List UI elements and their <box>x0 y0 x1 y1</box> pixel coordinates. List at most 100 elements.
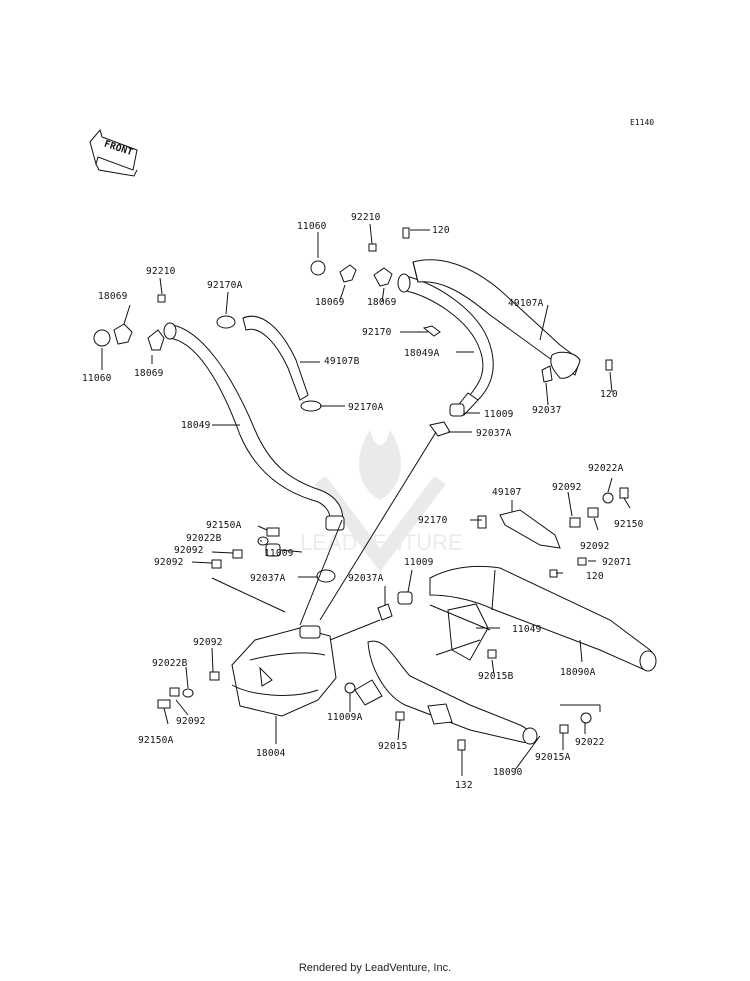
part-number-label: 18069 <box>315 297 345 308</box>
clamp-92037A-left <box>316 569 336 583</box>
part-number-label: 92170A <box>348 402 384 413</box>
clamp-92170A-upper <box>216 315 236 329</box>
nut-92092-f <box>587 507 599 518</box>
bolt-120-lower <box>549 569 558 578</box>
part-number-label: 11049 <box>512 624 542 635</box>
silencer-18090A <box>429 565 657 672</box>
part-number-label: 92092 <box>154 557 184 568</box>
nut-92015B <box>487 649 497 659</box>
footer-credit: Rendered by LeadVenture, Inc. <box>298 962 452 974</box>
part-number-label: 92092 <box>193 637 223 648</box>
silencer-18090 <box>354 640 538 745</box>
gasket-11060-upper <box>310 260 326 276</box>
part-number-label: 92022A <box>588 463 624 474</box>
part-number-label: 18069 <box>98 291 128 302</box>
nut-92071 <box>577 557 587 566</box>
part-number-label: 92022B <box>186 533 222 544</box>
part-number-label: 11060 <box>82 373 112 384</box>
part-number-label: 92022B <box>152 658 188 669</box>
part-number-label: 132 <box>455 780 473 791</box>
gasket-11009-upper <box>449 403 465 417</box>
gasket-11009-right <box>397 591 413 605</box>
nut-92015 <box>395 711 405 721</box>
part-number-label: 92150A <box>138 735 174 746</box>
part-number-label: 92150 <box>614 519 644 530</box>
nut-92092-a <box>232 549 243 559</box>
diagram-code: E1140 <box>630 118 654 127</box>
clamp-18069-a <box>339 264 357 283</box>
washer-92022 <box>580 712 592 724</box>
clamp-18069-d <box>147 329 165 351</box>
part-number-label: 18004 <box>256 748 286 759</box>
nut-92092-c <box>209 671 220 681</box>
bracket-11049 <box>447 603 489 661</box>
bracket-lower <box>427 703 453 725</box>
clamp-92037A-right <box>377 603 393 621</box>
bracket-92037 <box>541 365 553 383</box>
bolt-92150A-upper <box>266 527 280 537</box>
bolt-120-upper <box>402 227 410 239</box>
part-number-label: 92015A <box>535 752 571 763</box>
clamp-92170-right <box>477 515 487 529</box>
part-number-label: 92150A <box>206 520 242 531</box>
part-labels: 92210 11060 120 18069 18069 92170 18049A 49107A… <box>82 212 644 791</box>
muffler-18004 <box>231 625 337 717</box>
part-number-label: 18090 <box>493 767 523 778</box>
heat-cover-49107A <box>412 259 581 379</box>
part-number-label: 92037A <box>250 573 286 584</box>
part-number-label: 92037A <box>476 428 512 439</box>
part-number-label: 120 <box>432 225 450 236</box>
nut-92092-d <box>169 687 180 697</box>
part-number-label: 92015B <box>478 671 514 682</box>
part-number-label: 18090A <box>560 667 596 678</box>
part-number-label: 49107A <box>508 298 544 309</box>
watermark-logo: LEADVENTURE <box>300 430 463 572</box>
part-number-label: 11009 <box>404 557 434 568</box>
part-number-label: 11009 <box>484 409 514 420</box>
part-number-label: 18049A <box>404 348 440 359</box>
part-number-label: 92037A <box>348 573 384 584</box>
washer-92022B-upper <box>257 536 269 546</box>
part-number-label: 92071 <box>602 557 632 568</box>
part-number-label: 18049 <box>181 420 211 431</box>
clamp-92170A-lower <box>300 400 322 412</box>
bolt-132 <box>457 739 466 751</box>
part-number-label: 11060 <box>297 221 327 232</box>
part-number-label: 49107B <box>324 356 360 367</box>
exhaust-pipe-18049 <box>163 322 345 531</box>
clamp-92170 <box>422 325 441 337</box>
gasket-11060-left <box>93 329 111 347</box>
part-number-label: 92037 <box>532 405 562 416</box>
washer-92022B-lower <box>182 688 194 698</box>
part-number-label: 92092 <box>552 482 582 493</box>
part-number-label: 92210 <box>351 212 381 223</box>
clamp-18069-b <box>373 267 393 287</box>
part-number-label: 92210 <box>146 266 176 277</box>
bolt-92150A-lower <box>157 699 171 709</box>
heat-cover-49107 <box>499 509 561 549</box>
part-number-label: 92092 <box>580 541 610 552</box>
watermark-text: LEADVENTURE <box>300 530 463 555</box>
part-number-label: 49107 <box>492 487 522 498</box>
nut-92015A <box>559 724 569 734</box>
part-number-label: 92092 <box>176 716 206 727</box>
part-number-label: 92022 <box>575 737 605 748</box>
part-number-label: 11009A <box>327 712 363 723</box>
part-number-label: 18069 <box>134 368 164 379</box>
part-number-label: 120 <box>600 389 618 400</box>
bolt-92150 <box>619 487 629 499</box>
part-number-label: 92170 <box>362 327 392 338</box>
nut-92210-upper <box>368 243 377 252</box>
part-number-label: 92015 <box>378 741 408 752</box>
part-number-label: 11009 <box>264 548 294 559</box>
part-number-label: 18069 <box>367 297 397 308</box>
clamp-92037A-upper <box>429 421 451 437</box>
clamp-18069-c <box>113 323 133 345</box>
gasket-11009A <box>344 682 356 694</box>
bolt-120-right <box>605 359 613 371</box>
leader-lines <box>101 223 631 776</box>
part-number-label: 92170A <box>207 280 243 291</box>
part-number-label: 92092 <box>174 545 204 556</box>
part-number-label: 92170 <box>418 515 448 526</box>
